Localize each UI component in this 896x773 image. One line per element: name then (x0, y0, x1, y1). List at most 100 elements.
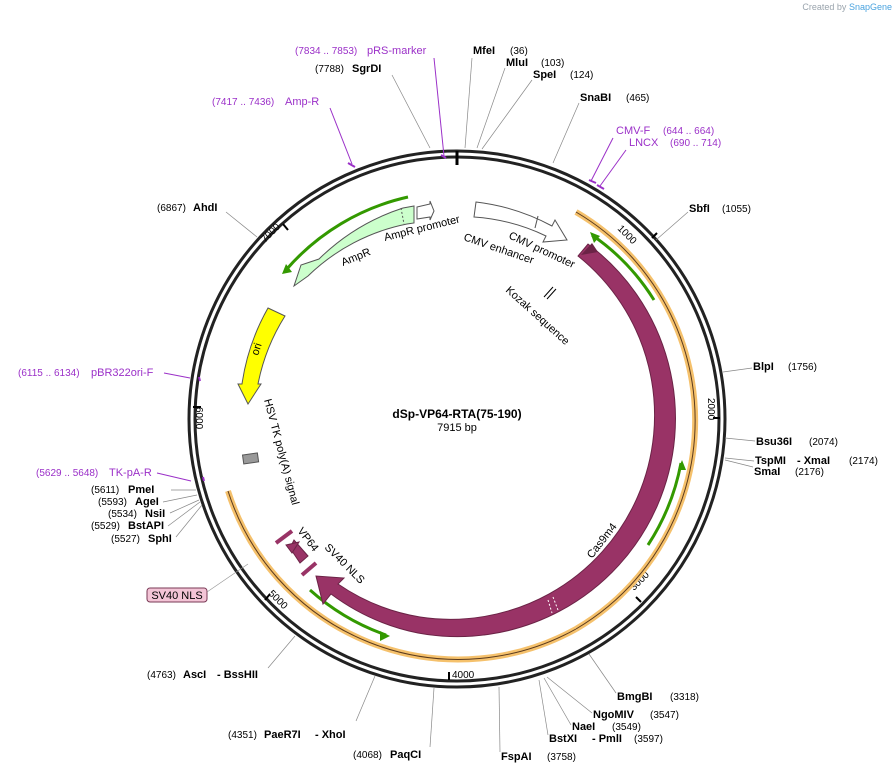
enzyme-leader-17 (175, 504, 203, 538)
enzyme-position: (124) (570, 70, 593, 81)
enzyme-leader-23 (391, 74, 431, 149)
sv40-nls-box[interactable] (146, 587, 208, 603)
primer-name-lncx[interactable]: LNCX (629, 137, 659, 149)
primer-name-tk-pa-r[interactable]: TK-pA-R (109, 467, 152, 479)
enzyme-leader-10 (546, 676, 593, 714)
orf-arrow-3 (308, 588, 387, 637)
enzyme-name-2[interactable]: - PmlI (592, 733, 622, 745)
enzyme-name-mlui[interactable]: MluI (506, 57, 528, 69)
enzyme-name-sgrdi[interactable]: SgrDI (352, 63, 381, 75)
sv40-nls-tick[interactable] (300, 561, 318, 577)
enzyme-name-bmgbi[interactable]: BmgBI (617, 691, 652, 703)
enzyme-name-bstapi[interactable]: BstAPI (128, 520, 164, 532)
enzyme-position: (465) (626, 93, 649, 104)
primer-name-pbr322ori-f[interactable]: pBR322ori-F (91, 367, 154, 379)
primer-mark-0[interactable] (440, 154, 447, 159)
enzyme-name-paqci[interactable]: PaqCI (390, 749, 421, 761)
sv40-nls-box-leader (206, 563, 249, 593)
enzyme-leader-16 (267, 635, 296, 669)
enzyme-name-ahdi[interactable]: AhdI (193, 202, 217, 214)
enzyme-name-2[interactable]: - XmaI (797, 455, 830, 467)
enzyme-name-fspai[interactable]: FspAI (501, 751, 532, 763)
enzyme-position: (6867) (157, 203, 186, 214)
cas9m4-feature[interactable] (315, 243, 676, 638)
enzyme-name-sbfi[interactable]: SbfI (689, 203, 710, 215)
enzyme-name-bsu36i[interactable]: Bsu36I (756, 436, 792, 448)
plasmid-length: 7915 bp (437, 422, 477, 434)
primer-range: (690 .. 714) (670, 138, 721, 149)
enzyme-name-agei[interactable]: AgeI (135, 496, 159, 508)
enzyme-leader-19 (169, 499, 200, 514)
ampr-feature[interactable] (293, 205, 415, 288)
tick-mark-4 (264, 593, 271, 601)
enzyme-name-blpi[interactable]: BlpI (753, 361, 774, 373)
enzyme-position: (3318) (670, 692, 699, 703)
snapgene-logo-text: SnapGene (848, 2, 892, 12)
enzyme-position: (36) (510, 46, 528, 57)
enzyme-leader-3 (552, 102, 580, 164)
enzyme-position: (5527) (111, 534, 140, 545)
ori-label: ori (249, 342, 264, 357)
primer-mark-4[interactable] (198, 376, 201, 382)
enzyme-position: (103) (541, 58, 564, 69)
orf-arrow-1 (591, 233, 656, 301)
enzyme-position: (3547) (650, 710, 679, 721)
enzyme-leader-6 (724, 437, 756, 442)
primer-mark-3[interactable] (596, 184, 605, 190)
cmv-enhancer-promoter-feature[interactable] (473, 201, 568, 243)
kozak-mark-2 (546, 288, 557, 300)
enzyme-leader-9 (588, 653, 617, 694)
enzyme-leader-20 (162, 494, 198, 503)
enzyme-name-asci[interactable]: AscI (183, 669, 206, 681)
primer-mark-1[interactable] (347, 162, 356, 168)
vp64-head (285, 541, 301, 554)
enzyme-position: (3758) (547, 752, 576, 763)
enzyme-position: (2174) (849, 456, 878, 467)
enzyme-name-paer7i[interactable]: PaeR7I (264, 729, 301, 741)
orf-arrow-2 (646, 462, 683, 546)
enzyme-leader-8 (724, 459, 754, 468)
enzyme-position: (4763) (147, 670, 176, 681)
primer-leader-3 (599, 149, 627, 187)
kozak-label: Kozak sequence (503, 284, 571, 347)
enzyme-name-bstxi[interactable]: BstXI (549, 733, 577, 745)
tick-label-3: 4000 (452, 670, 475, 681)
enzyme-position: (3597) (634, 734, 663, 745)
ampr-promoter-feature[interactable] (416, 200, 435, 221)
primer-name-cmv-f[interactable]: CMV-F (616, 125, 651, 137)
enzyme-leader-1 (476, 67, 506, 149)
enzyme-name-pmei[interactable]: PmeI (128, 484, 154, 496)
orf-arrow-2-head (678, 460, 686, 470)
snapgene-credit: Created by SnapGene (802, 2, 892, 12)
enzyme-name-sphi[interactable]: SphI (148, 533, 172, 545)
hsv-tk-polya-feature[interactable] (241, 452, 260, 465)
enzyme-position: (4351) (228, 730, 257, 741)
enzyme-position: (2074) (809, 437, 838, 448)
enzyme-leader-22 (225, 211, 258, 238)
enzyme-name-2[interactable]: - BssHII (217, 669, 258, 681)
enzyme-name-ngomiv[interactable]: NgoMIV (593, 709, 635, 721)
enzyme-name-tspmi[interactable]: TspMI (755, 455, 786, 467)
primer-leader-4 (163, 372, 191, 379)
primer-name-prs-marker[interactable]: pRS-marker (367, 45, 427, 57)
primer-mark-2[interactable] (588, 179, 597, 184)
label-leaders (156, 57, 756, 753)
enzyme-name-spei[interactable]: SpeI (533, 69, 556, 81)
orf-arrow-1-head (590, 232, 600, 243)
enzyme-name-nsii[interactable]: NsiI (145, 508, 165, 520)
enzyme-position: (1756) (788, 362, 817, 373)
enzyme-name-smai[interactable]: SmaI (754, 466, 780, 478)
enzyme-position: (5529) (91, 521, 120, 532)
primer-range: (7417 .. 7436) (212, 97, 274, 108)
kozak-mark-1 (543, 286, 554, 298)
primer-mark-5[interactable] (202, 476, 205, 482)
enzyme-name-mfei[interactable]: MfeI (473, 45, 495, 57)
enzyme-name-naei[interactable]: NaeI (572, 721, 595, 733)
primer-name-amp-r[interactable]: Amp-R (285, 96, 319, 108)
tick-mark-2 (635, 596, 642, 603)
enzyme-name-2[interactable]: - XhoI (315, 729, 346, 741)
enzyme-leader-4 (655, 211, 689, 241)
ori-feature[interactable] (237, 307, 286, 406)
enzyme-name-snabi[interactable]: SnaBI (580, 92, 611, 104)
